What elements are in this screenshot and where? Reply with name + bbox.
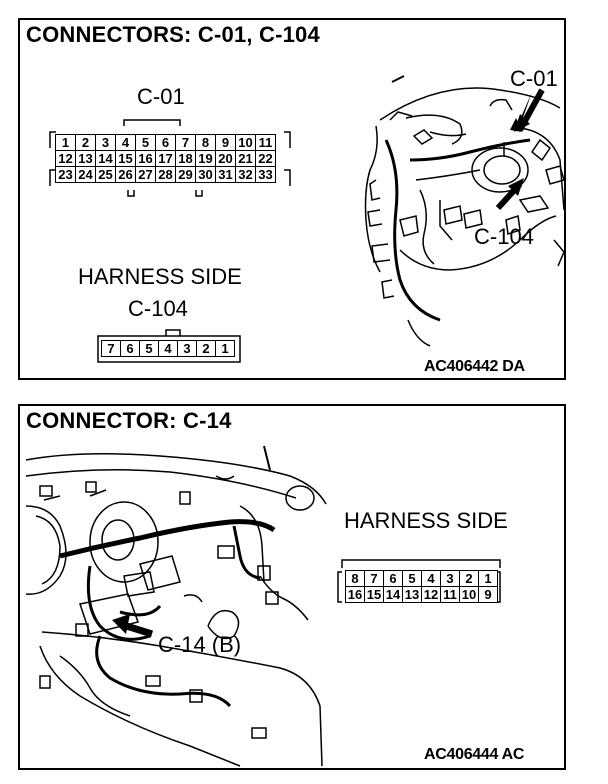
figure-code: AC406444 AC bbox=[424, 746, 525, 763]
pin-cell: 9 bbox=[478, 586, 498, 603]
pin-cell: 10 bbox=[459, 586, 479, 603]
panel-title: CONNECTORS: C-01, C-104 bbox=[26, 22, 320, 47]
harness-side-label: HARNESS SIDE bbox=[344, 508, 508, 533]
connector-c01-label: C-01 bbox=[137, 84, 185, 109]
pin-cell: 23 bbox=[55, 166, 76, 183]
callout-c104: C-104 bbox=[474, 224, 534, 249]
harness-side-label: HARNESS SIDE bbox=[78, 264, 242, 289]
pin-cell: 27 bbox=[135, 166, 156, 183]
pin-cell: 10 bbox=[235, 134, 256, 151]
pin-cell: 14 bbox=[383, 586, 403, 603]
dashboard-harness-illustration-c14 bbox=[25, 445, 327, 767]
pin-cell: 11 bbox=[255, 134, 276, 151]
pin-cell: 33 bbox=[255, 166, 276, 183]
pin-cell: 24 bbox=[75, 166, 96, 183]
connector-c104-label: C-104 bbox=[128, 296, 188, 321]
figure-code: AC406442 DA bbox=[424, 358, 525, 375]
pin-cell: 1 bbox=[478, 570, 498, 587]
connector-c14-outline bbox=[337, 559, 501, 603]
dashboard-harness-illustration bbox=[364, 75, 565, 347]
connector-c01-outline bbox=[49, 119, 291, 197]
pin-cell: 15 bbox=[364, 586, 384, 603]
pin-cell: 21 bbox=[235, 150, 256, 167]
connector-c104-outline bbox=[97, 329, 241, 363]
pin-cell: 12 bbox=[55, 150, 76, 167]
panel-title: CONNECTOR: C-14 bbox=[26, 408, 232, 433]
callout-c14: C-14 (B) bbox=[158, 632, 242, 657]
pin-cell: 1 bbox=[215, 340, 235, 357]
pin-cell: 13 bbox=[402, 586, 422, 603]
callout-c01: C-01 bbox=[510, 66, 558, 91]
